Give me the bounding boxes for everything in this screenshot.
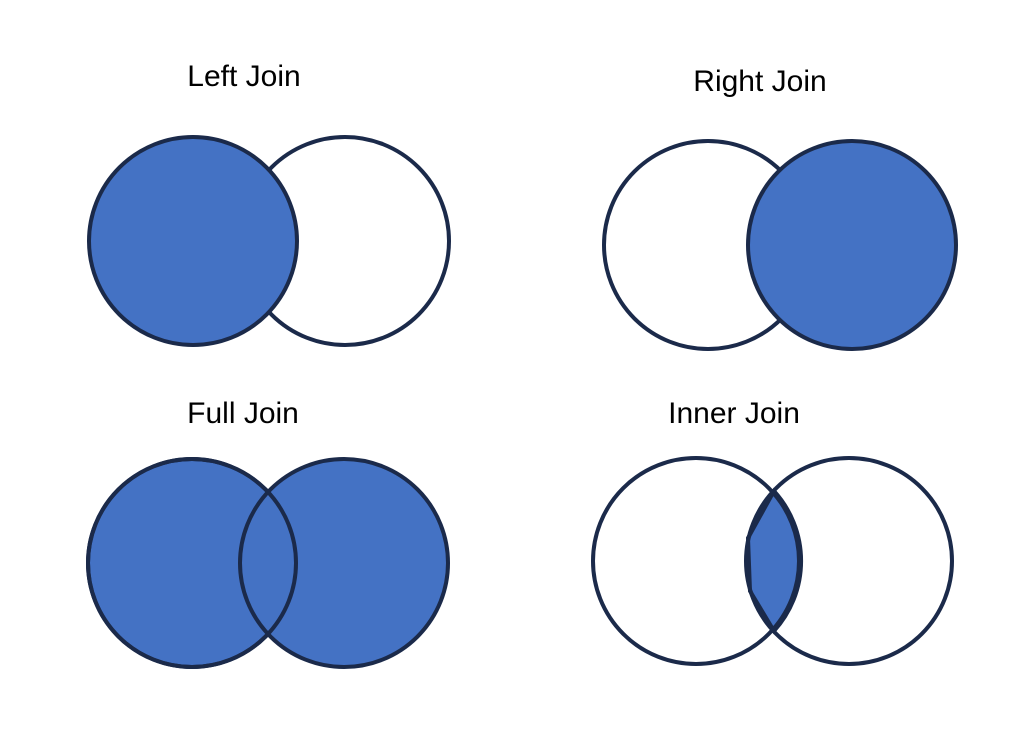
full-join-right-circle [238,457,450,669]
left-join-left-circle [87,135,299,347]
full-join-panel: Full Join [86,397,450,669]
inner-join-panel: Inner Join [591,397,954,666]
right-join-title: Right Join [693,65,826,98]
full-join-title: Full Join [187,397,299,430]
left-join-title: Left Join [187,60,300,93]
left-join-panel: Left Join [87,60,451,347]
right-join-right-circle [746,139,958,351]
inner-join-intersection [745,487,804,635]
inner-join-title: Inner Join [668,397,800,430]
full-join-left-outline [86,457,298,669]
inner-join-right-circle [744,456,954,666]
right-join-panel: Right Join [602,65,958,351]
inner-join-left-circle [591,456,801,666]
